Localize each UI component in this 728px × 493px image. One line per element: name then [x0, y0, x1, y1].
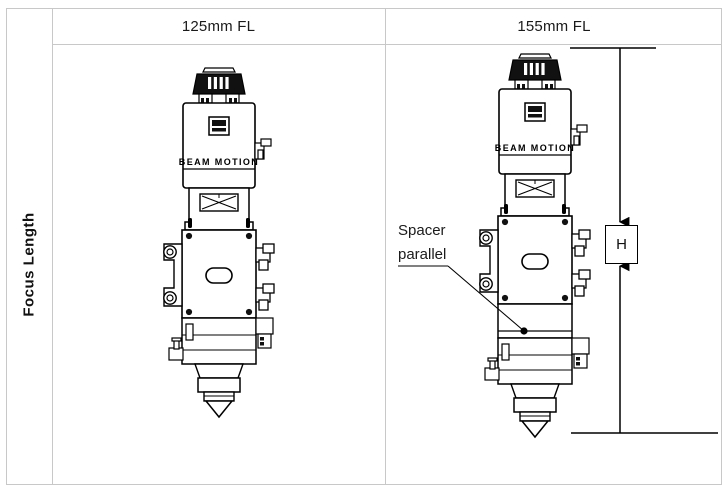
row-label-focus-length-text: Focus Length	[20, 212, 38, 317]
annotation-spacer-line2: parallel	[398, 246, 447, 263]
spacer-leader-line	[398, 265, 528, 335]
table-border-label-col	[52, 8, 53, 485]
column-header-155mm-label: 155mm FL	[517, 17, 591, 35]
row-label-focus-length: Focus Length	[6, 44, 52, 485]
table-border-header	[52, 44, 722, 45]
annotation-spacer-line1: Spacer	[398, 222, 446, 239]
dimension-h-label-box: H	[605, 225, 638, 264]
table-border-bottom	[6, 484, 722, 485]
table-border-top	[6, 8, 722, 9]
brand-text-left: BEAM MOTION	[179, 157, 259, 167]
table-border-right	[721, 8, 722, 485]
column-header-125mm: 125mm FL	[52, 8, 385, 44]
table-border-column-divider	[385, 8, 386, 485]
dimension-h-label: H	[616, 236, 627, 253]
table-border-left	[6, 8, 7, 485]
brand-text-right: BEAM MOTION	[495, 143, 575, 153]
column-header-125mm-label: 125mm FL	[181, 17, 256, 35]
laser-head-125mm: BEAM MOTION	[163, 67, 275, 418]
column-header-155mm: 155mm FL	[386, 8, 722, 44]
laser-head-155mm: BEAM MOTION	[478, 53, 591, 438]
dimension-h	[570, 47, 718, 434]
